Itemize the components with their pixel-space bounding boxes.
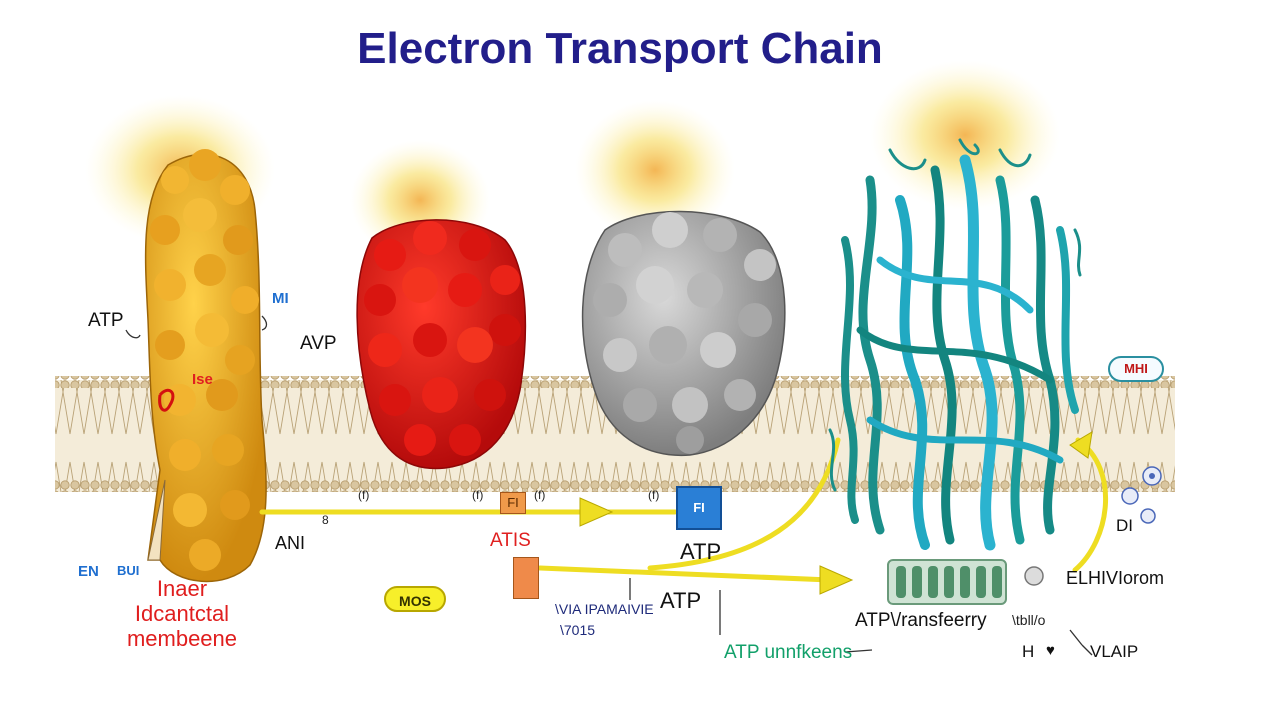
label-small-4: (f) — [648, 488, 660, 502]
label-di: DI — [1116, 516, 1133, 535]
label-atp-left: ATP — [88, 310, 124, 331]
label-atp-transferry: ATP\/ransfeerry — [855, 610, 987, 631]
label-anl-super: 8 — [322, 513, 329, 527]
label-red-inside: Ise — [192, 371, 213, 388]
label-atp-unknown: ATP unnfkeens — [724, 642, 853, 663]
label-vlaip: VLAIP — [1090, 642, 1139, 661]
label-blue-top: MI — [272, 290, 289, 307]
orange-box-top: FI — [500, 492, 526, 514]
label-h-arrow: ♥ — [1046, 642, 1055, 659]
label-atp-middle: ATP — [680, 539, 722, 564]
diagram-title: Electron Transport Chain — [357, 24, 883, 73]
label-small-3: (f) — [534, 488, 546, 502]
label-blue-left-b: BUI — [117, 563, 140, 578]
label-atp-lower: ATP — [660, 588, 702, 613]
inner-membrane-caption: Inaer Idcantctal membeene — [112, 576, 252, 651]
label-navy-small-2: \7015 — [560, 622, 596, 638]
complex-2-protein — [356, 219, 527, 470]
label-ehi: ELHIVIorom — [1066, 568, 1165, 588]
glow-effects — [85, 60, 1060, 260]
label-anl: ANI — [275, 533, 306, 553]
label-small-1: (f) — [358, 488, 370, 502]
mhi-tag: MHI — [1108, 356, 1164, 382]
thin-connectors — [125, 315, 1093, 656]
arrowheads — [579, 431, 1093, 595]
membrane-caption-line-1: Inaer — [156, 576, 208, 601]
mos-tag: MOS — [384, 586, 446, 612]
atp-synthase-protein — [828, 138, 1082, 551]
label-small-2: (f) — [472, 488, 484, 502]
label-atis: ATIS — [490, 530, 531, 551]
blue-box: FI — [676, 486, 722, 530]
side-molecules — [1024, 466, 1162, 586]
complex-1-protein — [144, 149, 267, 583]
label-h: H — [1022, 642, 1035, 661]
orange-box-bottom — [513, 557, 539, 599]
label-atp-transferry-small: \tbll/o — [1012, 612, 1046, 628]
membrane-caption-line-2: Idcantctal — [134, 601, 230, 626]
label-blue-left-a: EN — [78, 563, 99, 580]
label-avp: AVP — [300, 333, 337, 354]
complex-3-protein — [581, 210, 786, 457]
atp-synthase-ring — [887, 559, 1007, 605]
membrane-caption-line-3: membeene — [126, 626, 238, 651]
label-navy-small-1: \VIA IPAMAIVIE — [555, 601, 654, 617]
